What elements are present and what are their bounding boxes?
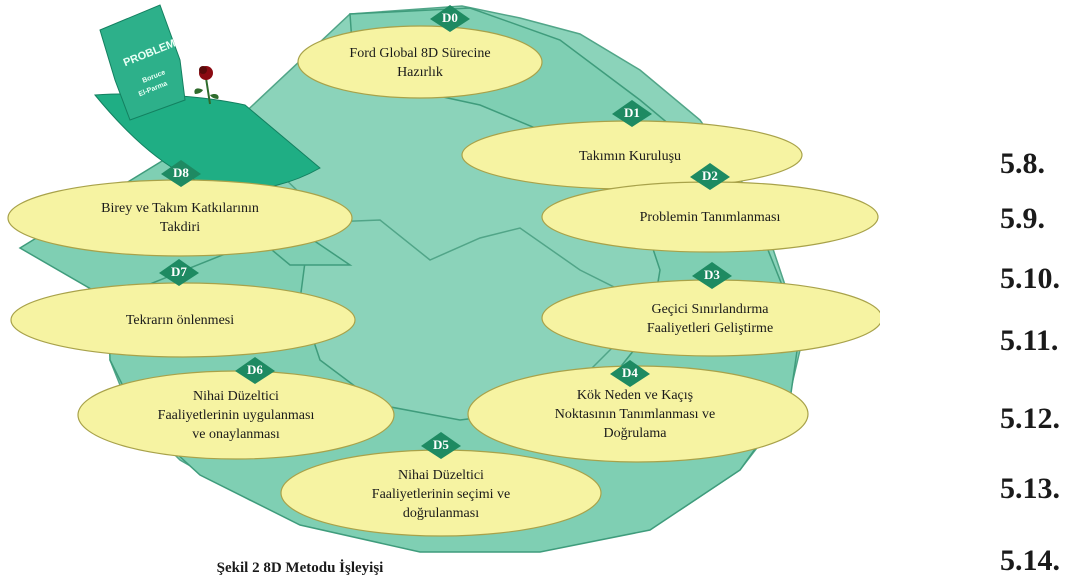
step-d0-ellipse bbox=[297, 25, 543, 99]
step-d1-tag-label: D1 bbox=[624, 105, 640, 120]
step-d6-text: Nihai Düzeltici Faaliyetlerinin uygulanm… bbox=[157, 388, 315, 442]
step-d4-text: Kök Neden ve Kaçış Noktasının Tanımlanma… bbox=[554, 387, 716, 441]
step-d5-text: Nihai Düzeltici Faaliyetlerinin seçimi v… bbox=[371, 467, 511, 521]
step-d1-text: Takımın Kuruluşu bbox=[578, 148, 682, 164]
step-d7-tag-label: D7 bbox=[171, 264, 187, 279]
step-d5-tag bbox=[421, 432, 461, 459]
step-d8-text: Birey ve Takım Katkılarının Takdiri bbox=[101, 200, 259, 235]
step-d1-tag bbox=[612, 100, 652, 127]
step-d4-tag-label: D4 bbox=[622, 365, 638, 380]
step-d7-text: Tekrarın önlenmesi bbox=[125, 312, 235, 328]
section-number: 5.8. bbox=[1000, 147, 1045, 180]
section-number: 5.10. bbox=[1000, 262, 1060, 295]
tombstone: PROBLEM Boruce El-Parma bbox=[94, 4, 321, 191]
figure-caption: Şekil 2 8D Metodu İşleyişi bbox=[216, 560, 384, 576]
step-d3-text: Geçici Sınırlandırma Faaliyetleri Gelişt… bbox=[646, 301, 774, 336]
step-d2-tag bbox=[690, 163, 730, 190]
8d-cycle-diagram: PROBLEM Boruce El-Parma bbox=[7, 4, 880, 553]
step-d4-tag bbox=[610, 360, 650, 387]
step-d3-tag-label: D3 bbox=[704, 267, 720, 282]
section-number: 5.14. bbox=[1000, 544, 1060, 577]
step-d6-tag bbox=[235, 357, 275, 384]
step-d0-tag-label: D0 bbox=[442, 10, 458, 25]
step-d2-tag-label: D2 bbox=[702, 168, 718, 183]
step-d8-tag-label: D8 bbox=[173, 165, 189, 180]
step-d0-text: Ford Global 8D Sürecine Hazırlık bbox=[349, 45, 491, 80]
step-d6-tag-label: D6 bbox=[247, 362, 263, 377]
rose-icon bbox=[194, 66, 219, 105]
section-number: 5.9. bbox=[1000, 202, 1045, 235]
step-d5-tag-label: D5 bbox=[433, 437, 449, 452]
section-number: 5.11. bbox=[1000, 324, 1059, 357]
section-number: 5.13. bbox=[1000, 472, 1060, 505]
step-d0-tag bbox=[430, 5, 470, 32]
step-d3-tag bbox=[692, 262, 732, 289]
step-d8-tag bbox=[161, 160, 201, 187]
section-number: 5.12. bbox=[1000, 402, 1060, 435]
step-d2-text: Problemin Tanımlanması bbox=[639, 209, 781, 225]
step-d7-tag bbox=[159, 259, 199, 286]
